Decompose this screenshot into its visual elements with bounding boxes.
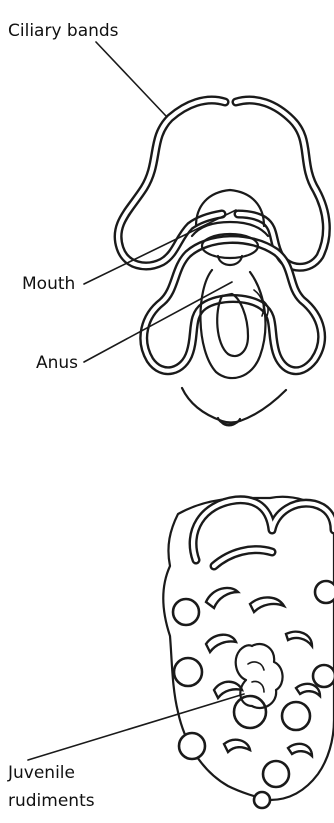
upper-larva bbox=[118, 100, 326, 426]
leader-mouth bbox=[84, 210, 236, 284]
lower-larva bbox=[163, 497, 334, 808]
label-juvenile-rudiments-line1: Juvenile bbox=[7, 763, 75, 783]
label-juvenile-rudiments-line2: rudiments bbox=[8, 791, 95, 811]
label-mouth: Mouth bbox=[22, 274, 75, 294]
gut bbox=[200, 270, 268, 378]
leader-ciliary-bands bbox=[96, 42, 166, 116]
lower-ciliary-band bbox=[193, 500, 334, 566]
label-ciliary-bands: Ciliary bands bbox=[8, 21, 119, 41]
leader-anus bbox=[84, 282, 232, 362]
juvenile-rudiment-blobs bbox=[173, 581, 334, 808]
upper-body-outline bbox=[182, 388, 286, 423]
leader-juvenile-rudiments bbox=[28, 694, 244, 760]
juvenile-rudiment-crescents bbox=[206, 588, 320, 756]
oral-region bbox=[192, 190, 268, 265]
label-anus: Anus bbox=[36, 353, 78, 373]
